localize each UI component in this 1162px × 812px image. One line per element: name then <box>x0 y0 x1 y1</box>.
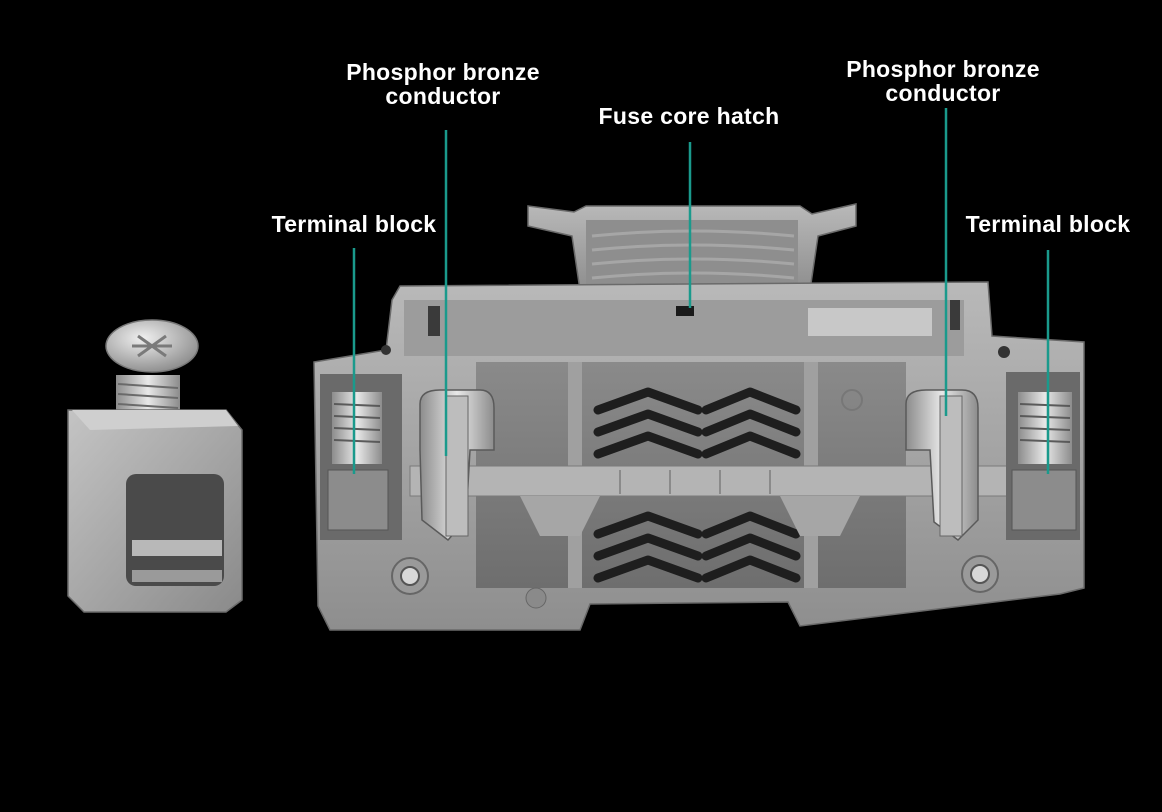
right-conductor <box>905 389 979 541</box>
right-terminal-clamp <box>1011 469 1077 531</box>
vent-chevrons <box>593 387 801 583</box>
clamp-window <box>126 474 224 586</box>
label-conductor-right: Phosphor bronze conductor <box>846 56 1040 106</box>
cross-rail <box>409 465 1011 497</box>
right-mounting-hole <box>961 555 999 593</box>
label-terminal-block-left: Terminal block <box>271 211 437 237</box>
label-fuse-core-hatch: Fuse core hatch <box>598 103 780 129</box>
left-terminal-clamp <box>327 469 389 531</box>
loose-terminal-block <box>67 319 243 613</box>
screw-drive-slot <box>132 334 172 358</box>
clamp-lower-plate <box>132 540 222 556</box>
left-conductor <box>419 389 495 542</box>
hatch-slot <box>676 306 694 316</box>
leader-lines <box>352 108 1050 474</box>
clamp-top-face <box>72 410 238 430</box>
left-mounting-hole <box>391 557 429 595</box>
label-terminal-block-right: Terminal block <box>965 211 1131 237</box>
hatch-ribs <box>591 229 795 280</box>
label-conductor-left: Phosphor bronze conductor <box>346 59 540 109</box>
fuse-terminal-body <box>313 203 1085 631</box>
